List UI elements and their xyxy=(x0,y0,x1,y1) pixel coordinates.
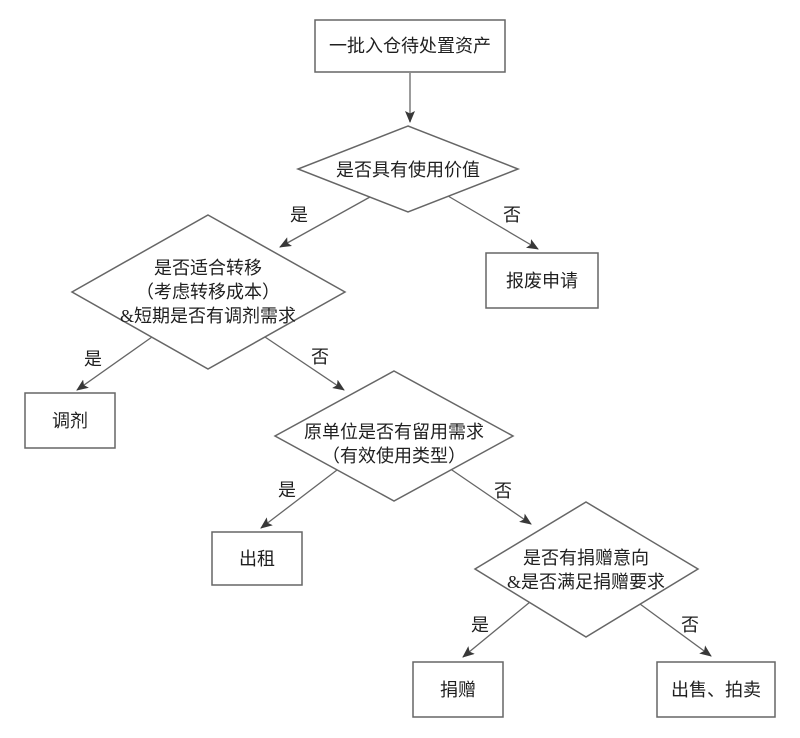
reallocate-box xyxy=(24,392,116,449)
node-rent: 出租 xyxy=(211,531,303,586)
edge-decision4-no xyxy=(639,603,712,657)
decision3-label-line2: （有效使用类型） xyxy=(322,446,466,466)
node-decision-use-value: 是否具有使用价值 xyxy=(295,125,521,213)
node-sell: 出售、拍卖 xyxy=(656,661,776,718)
rent-label: 出租 xyxy=(239,549,275,569)
edge-label-no: 否 xyxy=(311,347,329,367)
node-decision-donate: 是否有捐赠意向 &是否满足捐赠要求 xyxy=(473,501,700,638)
decision4-diamond xyxy=(473,501,700,638)
edges xyxy=(76,73,712,658)
edge-decision2-no xyxy=(264,336,345,391)
edge-label-no: 否 xyxy=(503,205,521,225)
edge-label-no: 否 xyxy=(681,615,699,635)
donate-label: 捐赠 xyxy=(440,680,476,700)
edge-label-yes: 是 xyxy=(278,480,296,500)
edge-decision3-yes xyxy=(260,469,338,529)
node-start: 一批入仓待处置资产 xyxy=(314,19,506,73)
edge-label-yes: 是 xyxy=(84,349,102,369)
edge-labels: 是 否 是 否 是 否 是 否 xyxy=(84,205,699,635)
start-label: 一批入仓待处置资产 xyxy=(329,36,491,56)
edge-decision3-no xyxy=(448,467,532,525)
donate-box xyxy=(412,661,504,718)
decision4-label-line2: &是否满足捐赠要求 xyxy=(507,572,665,592)
decision2-label-line1: 是否适合转移 xyxy=(154,258,262,278)
decision2-diamond xyxy=(70,214,347,370)
edge-label-yes: 是 xyxy=(290,205,308,225)
decision1-label: 是否具有使用价值 xyxy=(336,160,480,180)
edge-decision1-no xyxy=(447,195,539,250)
decision3-diamond xyxy=(273,370,515,502)
node-scrap: 报废申请 xyxy=(485,252,599,309)
edge-label-yes: 是 xyxy=(471,615,489,635)
decision2-label-line2: （考虑转移成本） xyxy=(136,282,280,302)
edge-decision2-yes xyxy=(76,336,153,391)
edge-decision4-yes xyxy=(462,601,531,658)
sell-box xyxy=(656,661,776,718)
node-decision-transfer: 是否适合转移 （考虑转移成本） &短期是否有调剂需求 xyxy=(70,214,347,370)
edge-label-no: 否 xyxy=(494,481,512,501)
decision1-diamond xyxy=(295,125,521,213)
edge-decision1-yes xyxy=(279,196,371,248)
reallocate-label: 调剂 xyxy=(52,411,88,431)
scrap-label: 报废申请 xyxy=(506,271,578,291)
node-donate: 捐赠 xyxy=(412,661,504,718)
node-decision-retain: 原单位是否有留用需求 （有效使用类型） xyxy=(273,370,515,502)
scrap-box xyxy=(485,252,599,309)
decision2-label-line3: &短期是否有调剂需求 xyxy=(120,306,296,326)
node-reallocate: 调剂 xyxy=(24,392,116,449)
decision4-label-line1: 是否有捐赠意向 xyxy=(523,548,649,568)
sell-label: 出售、拍卖 xyxy=(671,680,761,700)
decision3-label-line1: 原单位是否有留用需求 xyxy=(304,422,484,442)
start-box xyxy=(314,19,506,73)
rent-box xyxy=(211,531,303,586)
